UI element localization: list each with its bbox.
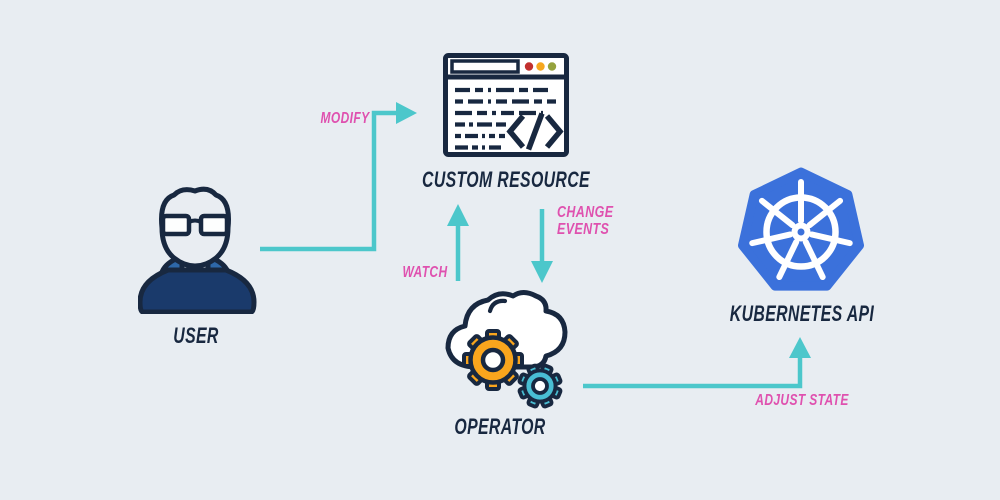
code-tag-icon	[506, 112, 564, 151]
code-lines	[455, 87, 556, 150]
edge-adjust-state-label: ADJUST STATE	[755, 392, 849, 409]
cloud-gears-icon	[445, 290, 568, 409]
edge-watch-arrow	[447, 204, 469, 281]
node-custom-resource-label: CUSTOM RESOURCE	[422, 167, 590, 192]
edge-watch-label: WATCH	[402, 264, 448, 281]
browser-url-bar	[450, 59, 520, 74]
person-icon	[138, 186, 257, 314]
node-user	[138, 186, 258, 314]
edge-modify-arrow	[260, 102, 417, 252]
helm-wheel-icon	[749, 179, 853, 281]
person-sweater	[138, 267, 257, 314]
edge-change-events-label: CHANGE EVENTS	[557, 204, 614, 238]
node-operator	[440, 287, 580, 417]
node-operator-label: OPERATOR	[454, 414, 546, 439]
edge-adjust-state-arrow	[583, 337, 811, 389]
arrowhead-down	[531, 261, 553, 283]
kubernetes-helm-logo	[738, 167, 864, 291]
node-user-label: USER	[173, 323, 219, 348]
browser-dot-orange	[536, 62, 545, 71]
node-custom-resource	[443, 53, 569, 157]
browser-dot-red	[524, 62, 534, 71]
browser-code-icon	[443, 53, 569, 157]
arrowhead-right	[396, 102, 417, 124]
browser-dot-green	[547, 62, 557, 71]
glasses-icon	[160, 213, 230, 237]
cloud-highlight	[487, 298, 508, 314]
edge-modify-label: MODIFY	[320, 110, 370, 127]
arrowhead-up	[447, 204, 469, 226]
gear-orange	[462, 329, 524, 391]
arrowhead-up	[789, 337, 811, 358]
gear-teal	[517, 363, 563, 409]
node-kubernetes-api	[731, 160, 871, 300]
node-kubernetes-api-label: KUBERNETES API	[729, 301, 875, 326]
edge-change-events-arrow	[531, 209, 553, 283]
